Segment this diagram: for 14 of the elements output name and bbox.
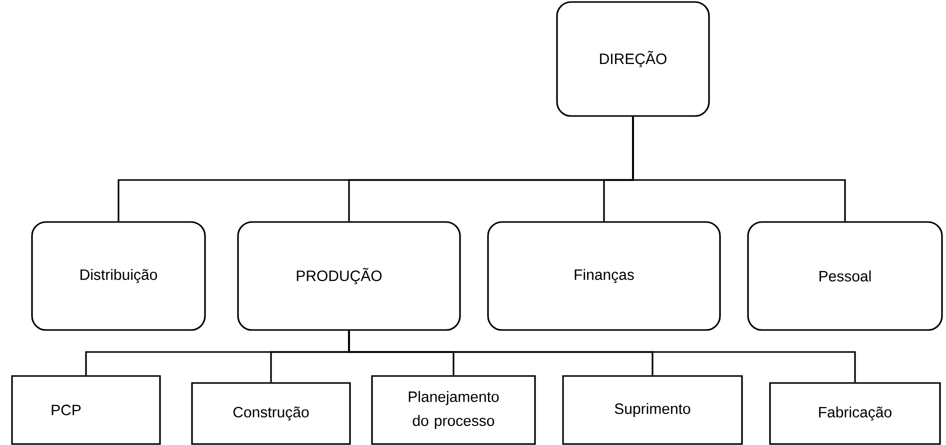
box [11, 375, 161, 445]
rounded-box: Distribuição [31, 221, 206, 331]
box: Fabricação [769, 382, 941, 445]
node-label: PRODUÇÃO [296, 268, 382, 284]
box: Planejamento do processo [371, 375, 536, 445]
connector [348, 330, 856, 382]
box: Construção [191, 382, 351, 445]
rounded-box: DIREÇÃO [556, 1, 710, 117]
connector [632, 116, 846, 222]
node-label: PCP [52, 404, 81, 416]
rounded-box [237, 221, 461, 331]
box: Suprimento [562, 375, 743, 445]
rounded-box: Pessoal [747, 221, 943, 331]
rounded-box: Finanças [487, 221, 721, 331]
